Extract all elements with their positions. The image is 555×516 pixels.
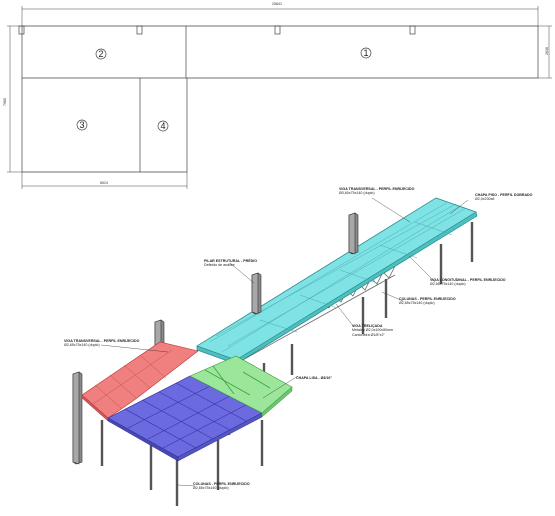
callout-viga-trelicada: VIGA TRELIÇADA Metalon Ø2,0x100x50mm Can… [352, 324, 394, 337]
isometric-view [72, 197, 478, 506]
area-marker-2 [95, 48, 107, 60]
area-number-2: 2 [98, 49, 104, 59]
callout-pilar-estrutural: PILAR ESTRUTURAL - PRÉDIO Definido de an… [204, 259, 258, 268]
plan-view [7, 6, 552, 189]
callout-viga-transversal-top: VIGA TRANSVERSAL - PERFIL ENRIJECIDO Ø0,… [339, 187, 415, 196]
callout-viga-transversal-left: VIGA TRANSVERSAL - PERFIL ENRIJECIDO Ø2,… [64, 339, 140, 348]
callout-chapa-lisa: CHAPA LISA - Ø3/16" [296, 376, 333, 380]
area-number-4: 4 [160, 121, 166, 131]
callout-leaders [100, 197, 469, 487]
plan-post [274, 25, 281, 35]
red-deck-ribs [92, 349, 173, 409]
plan-post [136, 25, 143, 35]
area-marker-3 [76, 119, 88, 131]
green-deck-ribs [204, 365, 271, 396]
dim-total-height: 7980 [3, 98, 7, 106]
callout-chapa-piso: CHAPA PISO - PERFIL DOBRADO Ø2,0x230x8 [475, 193, 533, 202]
dim-total-width: 25841 [272, 2, 282, 6]
area-number-3: 3 [79, 120, 85, 130]
area-marker-4 [157, 120, 169, 132]
walkway-deck-ribs [209, 201, 467, 353]
dim-right-height: 2636 [545, 47, 549, 55]
area-number-1: 1 [363, 48, 369, 58]
green-deck-edge [261, 386, 293, 418]
blue-deck-ribs [124, 382, 247, 449]
callout-colunas-right: COLUNAS - PERFIL ENRIJECIDO Ø2,65x75x140… [399, 297, 456, 306]
callout-colunas-bottom: COLUNAS - PERFIL ENRIJECIDO Ø2,65x75x140… [193, 482, 250, 491]
area-marker-1 [360, 47, 372, 59]
plan-post [409, 25, 416, 35]
callout-viga-longitudinal: VIGA LONGITUDINAL - PERFIL ENRIJECIDO Ø2… [430, 278, 506, 287]
dim-left-width: 8524 [100, 181, 108, 185]
